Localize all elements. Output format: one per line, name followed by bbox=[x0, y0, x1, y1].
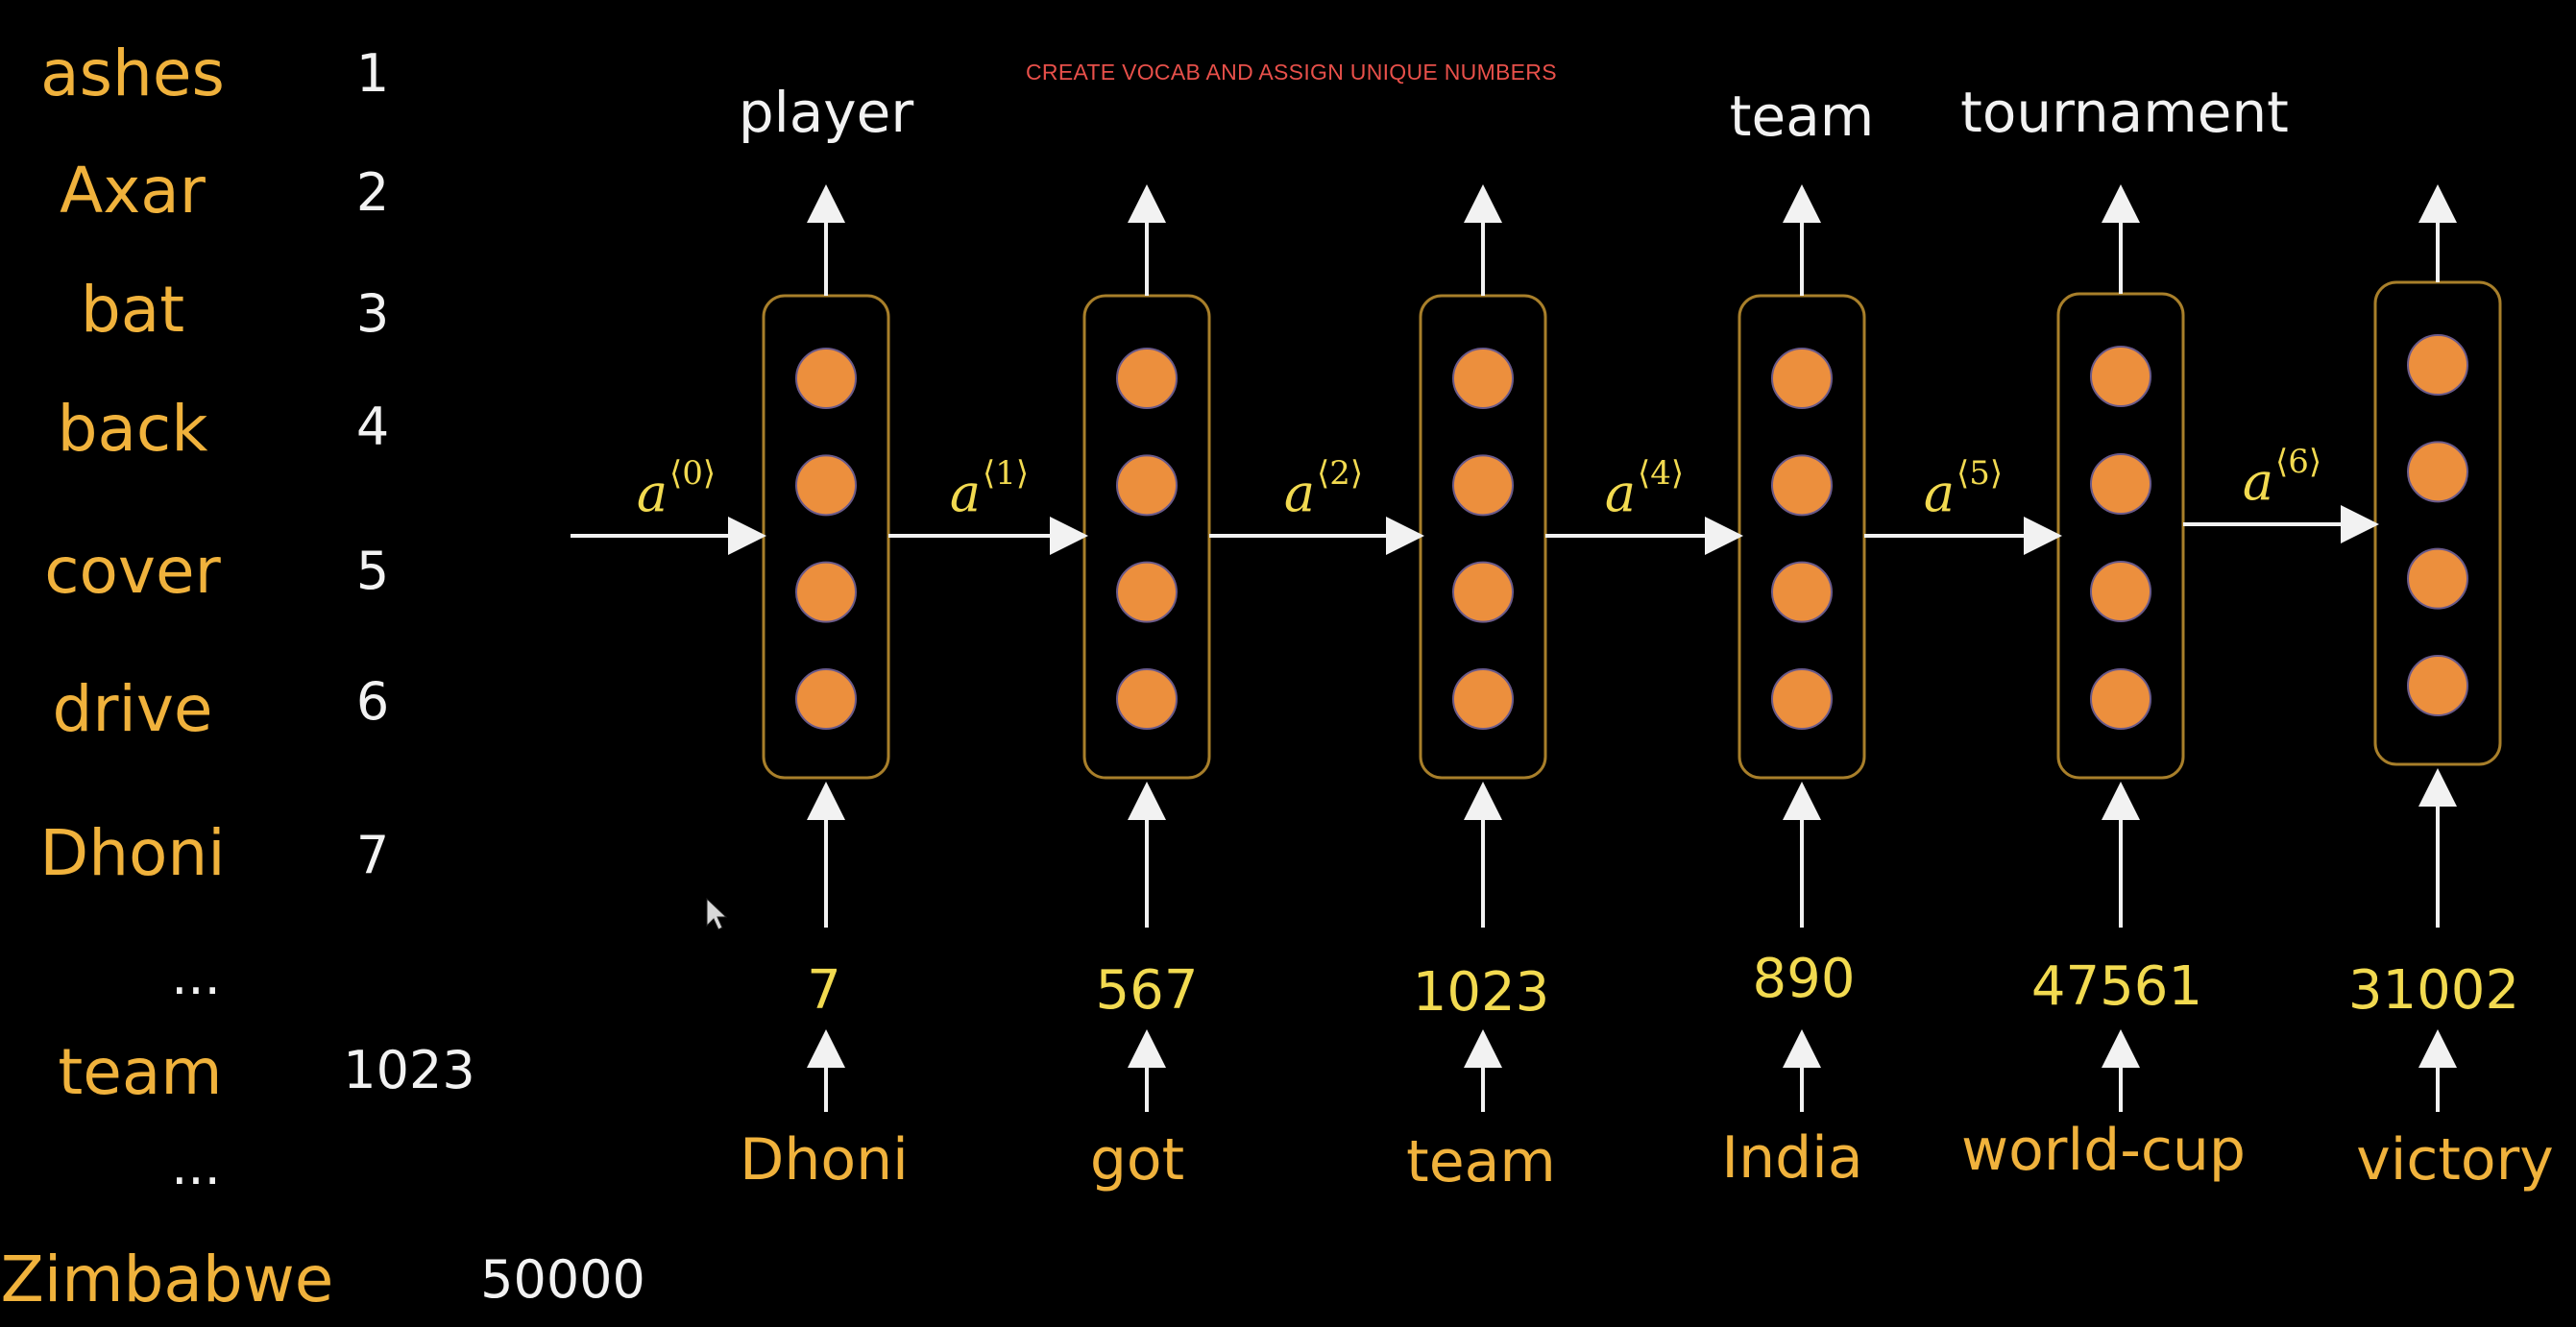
neuron bbox=[2090, 668, 2151, 730]
state-label-a2: a⟨2⟩ bbox=[1284, 457, 1363, 519]
input-word-victory: victory bbox=[2356, 1126, 2554, 1194]
neuron bbox=[1116, 348, 1178, 409]
neuron bbox=[795, 561, 857, 623]
state-label-a6: a⟨6⟩ bbox=[2243, 446, 2321, 508]
state-label-a0: a⟨0⟩ bbox=[637, 457, 716, 519]
vocab-number-cover: 5 bbox=[355, 541, 390, 601]
output-label-player: player bbox=[738, 80, 914, 145]
neuron bbox=[1771, 668, 1833, 730]
state-label-a4: a⟨4⟩ bbox=[1605, 457, 1684, 519]
state-index: ⟨4⟩ bbox=[1638, 454, 1685, 493]
output-label-tournament: tournament bbox=[1960, 80, 2289, 145]
neuron bbox=[795, 454, 857, 517]
vocab-number-drive: 6 bbox=[355, 671, 390, 732]
state-index-value: 5 bbox=[1969, 454, 1990, 493]
state-symbol: a bbox=[1604, 463, 1637, 523]
vocab-ellipsis: ... bbox=[171, 946, 221, 1006]
input-word-team: team bbox=[1406, 1128, 1556, 1195]
state-index-value: 0 bbox=[682, 454, 703, 493]
neuron bbox=[1116, 454, 1178, 517]
neuron bbox=[795, 668, 857, 730]
state-index: ⟨5⟩ bbox=[1956, 454, 2004, 493]
vocab-word-dhoni: Dhoni bbox=[39, 816, 226, 890]
neuron bbox=[2407, 655, 2468, 716]
state-label-a1: a⟨1⟩ bbox=[950, 457, 1029, 519]
token-id-got: 567 bbox=[1095, 959, 1199, 1022]
vocab-word-axar: Axar bbox=[60, 154, 206, 228]
state-label-a5: a⟨5⟩ bbox=[1924, 457, 2003, 519]
neuron bbox=[1771, 561, 1833, 623]
vocab-number-axar: 2 bbox=[355, 162, 390, 223]
token-id-india: 890 bbox=[1752, 948, 1856, 1010]
state-index: ⟨2⟩ bbox=[1317, 454, 1364, 493]
neuron bbox=[1452, 348, 1514, 409]
neuron bbox=[795, 348, 857, 409]
input-word-dhoni: Dhoni bbox=[740, 1126, 909, 1194]
input-word-india: India bbox=[1721, 1124, 1863, 1192]
state-symbol: a bbox=[1283, 463, 1316, 523]
vocab-number-back: 4 bbox=[355, 397, 390, 457]
neuron bbox=[2407, 441, 2468, 503]
state-index-value: 6 bbox=[2288, 443, 2309, 481]
input-word-world-cup: world-cup bbox=[1961, 1117, 2246, 1184]
neuron bbox=[1771, 454, 1833, 517]
output-label-team: team bbox=[1729, 84, 1875, 149]
state-index-value: 2 bbox=[1329, 454, 1350, 493]
arrows bbox=[571, 184, 2457, 1112]
neuron bbox=[2090, 453, 2151, 515]
neuron bbox=[2407, 547, 2468, 610]
vocab-word-bat: bat bbox=[80, 273, 185, 347]
neuron bbox=[1452, 561, 1514, 623]
vocab-number-zimbabwe: 50000 bbox=[480, 1249, 645, 1310]
neuron bbox=[2407, 334, 2468, 396]
state-symbol: a bbox=[949, 463, 982, 523]
state-symbol: a bbox=[636, 463, 668, 523]
state-index: ⟨6⟩ bbox=[2275, 443, 2322, 481]
token-id-world-cup: 47561 bbox=[2030, 955, 2203, 1018]
state-symbol: a bbox=[2242, 451, 2274, 512]
state-index: ⟨1⟩ bbox=[983, 454, 1030, 493]
neuron bbox=[1116, 668, 1178, 730]
neuron bbox=[2090, 346, 2151, 407]
state-index-value: 4 bbox=[1650, 454, 1671, 493]
rnn-cells bbox=[762, 280, 2502, 780]
vocab-word-back: back bbox=[57, 392, 208, 466]
vocab-number-ashes: 1 bbox=[355, 43, 390, 104]
token-id-victory: 31002 bbox=[2347, 959, 2520, 1022]
state-index: ⟨0⟩ bbox=[669, 454, 717, 493]
vocab-word-team: team bbox=[58, 1035, 223, 1109]
mouse-cursor-icon bbox=[706, 897, 728, 930]
token-id-dhoni: 7 bbox=[807, 959, 841, 1022]
vocab-number-bat: 3 bbox=[355, 283, 390, 344]
vocab-ellipsis: ... bbox=[171, 1136, 221, 1196]
state-symbol: a bbox=[1923, 463, 1956, 523]
state-index-value: 1 bbox=[995, 454, 1016, 493]
vocab-word-cover: cover bbox=[44, 534, 221, 608]
page-title: CREATE VOCAB AND ASSIGN UNIQUE NUMBERS bbox=[1026, 60, 1557, 84]
neuron bbox=[1452, 454, 1514, 517]
neuron bbox=[1452, 668, 1514, 730]
vocab-word-ashes: ashes bbox=[40, 36, 225, 110]
token-id-team: 1023 bbox=[1412, 961, 1550, 1024]
input-word-got: got bbox=[1089, 1126, 1185, 1194]
vocab-number-team: 1023 bbox=[343, 1040, 475, 1100]
neuron bbox=[1116, 561, 1178, 623]
neuron bbox=[1771, 348, 1833, 409]
vocab-word-drive: drive bbox=[52, 672, 213, 746]
vocab-word-zimbabwe: Zimbabwe bbox=[0, 1243, 334, 1316]
neuron bbox=[2090, 561, 2151, 622]
vocab-number-dhoni: 7 bbox=[355, 825, 390, 885]
